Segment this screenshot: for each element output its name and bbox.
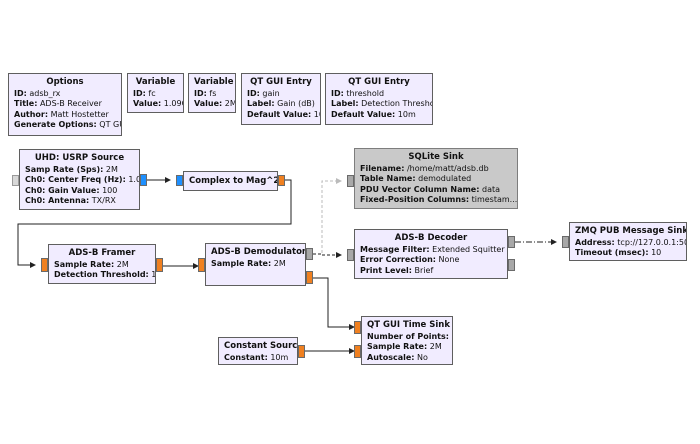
adsb-framer-block[interactable]: ADS-B Framer Sample Rate: 2M Detection T… bbox=[48, 244, 156, 284]
usrp-command-in-port[interactable] bbox=[12, 175, 19, 186]
zmq-pub-sink-block[interactable]: ZMQ PUB Message Sink Address: tcp://127.… bbox=[569, 222, 687, 261]
framer-out-port[interactable] bbox=[156, 258, 163, 272]
param-row: Default Value: 10m bbox=[331, 109, 416, 119]
block-title: QT GUI Time Sink bbox=[367, 320, 451, 330]
param-row: Sample Rate: 2M bbox=[54, 259, 129, 269]
param-row: Label: Gain (dB) bbox=[247, 99, 315, 108]
block-title: UHD: USRP Source bbox=[34, 153, 125, 163]
sqlite-in-port[interactable] bbox=[347, 175, 354, 187]
param-row: Ch0: Gain Value: 100 bbox=[25, 185, 118, 195]
usrp-out-port[interactable] bbox=[140, 174, 147, 186]
block-title: QT GUI Entry bbox=[348, 77, 410, 87]
adsb-decoder-block[interactable]: ADS-B Decoder Message Filter: Extended S… bbox=[354, 229, 508, 279]
param-row: ID: fc bbox=[133, 88, 156, 98]
block-title: ZMQ PUB Message Sink bbox=[575, 226, 687, 236]
constant-source-block[interactable]: Constant Source Constant: 10m bbox=[218, 337, 298, 365]
qt-entry-threshold-block[interactable]: QT GUI Entry ID: threshold Label: Detect… bbox=[325, 73, 433, 125]
block-title: SQLite Sink bbox=[408, 152, 464, 162]
block-title: Variable bbox=[135, 77, 176, 87]
block-title: QT GUI Entry bbox=[250, 77, 312, 87]
param-row: Filename: /home/matt/adsb.db bbox=[360, 163, 489, 173]
block-title: Variable bbox=[194, 77, 234, 87]
param-row: Message Filter: Extended Squitter Only bbox=[360, 244, 507, 254]
demod-msg-out-port[interactable] bbox=[306, 248, 313, 260]
param-row: Default Value: 100 bbox=[247, 109, 320, 119]
constsource-out-port[interactable] bbox=[298, 345, 305, 358]
variable-fs-block[interactable]: Variable ID: fs Value: 2M bbox=[188, 73, 236, 113]
sqlite-sink-block[interactable]: SQLite Sink Filename: /home/matt/adsb.db… bbox=[354, 148, 518, 209]
param-row: ID: gain bbox=[247, 88, 280, 98]
param-row: Title: ADS-B Receiver bbox=[14, 99, 102, 108]
param-row: Ch0: Center Freq (Hz): 1.09G bbox=[25, 175, 139, 184]
param-row: Error Correction: None bbox=[360, 255, 460, 264]
param-row: Number of Points: 300 bbox=[367, 331, 452, 341]
param-row: Constant: 10m bbox=[224, 352, 289, 362]
param-row: Sample Rate: 2M bbox=[211, 258, 286, 268]
param-row: Fixed-Position Columns: timestam...amp bbox=[360, 195, 518, 204]
complexmag-in-port[interactable] bbox=[176, 175, 183, 186]
connection-demod-to-sqlite bbox=[313, 178, 342, 255]
block-title: ADS-B Decoder bbox=[394, 233, 468, 243]
param-row: Generate Options: QT GUI bbox=[14, 120, 121, 129]
param-row: Print Level: Brief bbox=[360, 265, 434, 275]
demod-out-port[interactable] bbox=[306, 271, 313, 284]
options-block[interactable]: Options ID: adsb_rx Title: ADS-B Receive… bbox=[8, 73, 122, 136]
param-row: Author: Matt Hostetter bbox=[14, 109, 109, 119]
param-row: Address: tcp://127.0.0.1:5001 bbox=[575, 237, 686, 247]
param-row: ID: threshold bbox=[331, 88, 385, 98]
param-row: Detection Threshold: 10m bbox=[54, 270, 156, 279]
block-title: Complex to Mag^2 bbox=[189, 176, 278, 186]
param-row: PDU Vector Column Name: data bbox=[360, 184, 501, 194]
timesink-in-port-2[interactable] bbox=[354, 345, 361, 358]
param-row: Value: 2M bbox=[194, 99, 236, 108]
decoder-in-port[interactable] bbox=[347, 249, 354, 261]
usrp-source-block[interactable]: UHD: USRP Source Samp Rate (Sps): 2M Ch0… bbox=[19, 149, 140, 210]
framer-in-port[interactable] bbox=[41, 258, 48, 272]
decoder-out-port-1[interactable] bbox=[508, 236, 515, 248]
variable-fc-block[interactable]: Variable ID: fc Value: 1.09G bbox=[127, 73, 184, 113]
param-row: Timeout (msec): 10 bbox=[575, 248, 662, 257]
qt-time-sink-block[interactable]: QT GUI Time Sink Number of Points: 300 S… bbox=[361, 316, 453, 365]
param-row: Ch0: Antenna: TX/RX bbox=[25, 196, 116, 205]
block-title: Options bbox=[46, 77, 84, 87]
block-title: ADS-B Demodulator bbox=[211, 247, 306, 257]
timesink-in-port-1[interactable] bbox=[354, 321, 361, 334]
qt-entry-gain-block[interactable]: QT GUI Entry ID: gain Label: Gain (dB) D… bbox=[241, 73, 321, 125]
demod-in-port[interactable] bbox=[198, 258, 205, 272]
connection-complexmag-to-framer bbox=[17, 179, 292, 268]
param-row: Value: 1.09G bbox=[133, 99, 183, 108]
connection-demod-to-decoder bbox=[313, 252, 342, 258]
param-row: Autoscale: No bbox=[367, 352, 428, 362]
complex-to-mag-block[interactable]: Complex to Mag^2 bbox=[183, 171, 278, 191]
param-row: ID: adsb_rx bbox=[14, 88, 61, 98]
adsb-demodulator-block[interactable]: ADS-B Demodulator Sample Rate: 2M bbox=[205, 243, 306, 286]
param-row: Sample Rate: 2M bbox=[367, 342, 442, 351]
param-row: Label: Detection Threshold bbox=[331, 99, 432, 108]
param-row: ID: fs bbox=[194, 88, 217, 98]
zmq-in-port[interactable] bbox=[562, 236, 569, 248]
complexmag-out-port[interactable] bbox=[278, 175, 285, 186]
block-title: ADS-B Framer bbox=[68, 248, 136, 258]
connection-demod-to-timesink bbox=[313, 277, 355, 330]
param-row: Samp Rate (Sps): 2M bbox=[25, 164, 118, 174]
block-title: Constant Source bbox=[224, 341, 298, 351]
param-row: Table Name: demodulated bbox=[360, 174, 472, 183]
decoder-out-port-2[interactable] bbox=[508, 259, 515, 271]
